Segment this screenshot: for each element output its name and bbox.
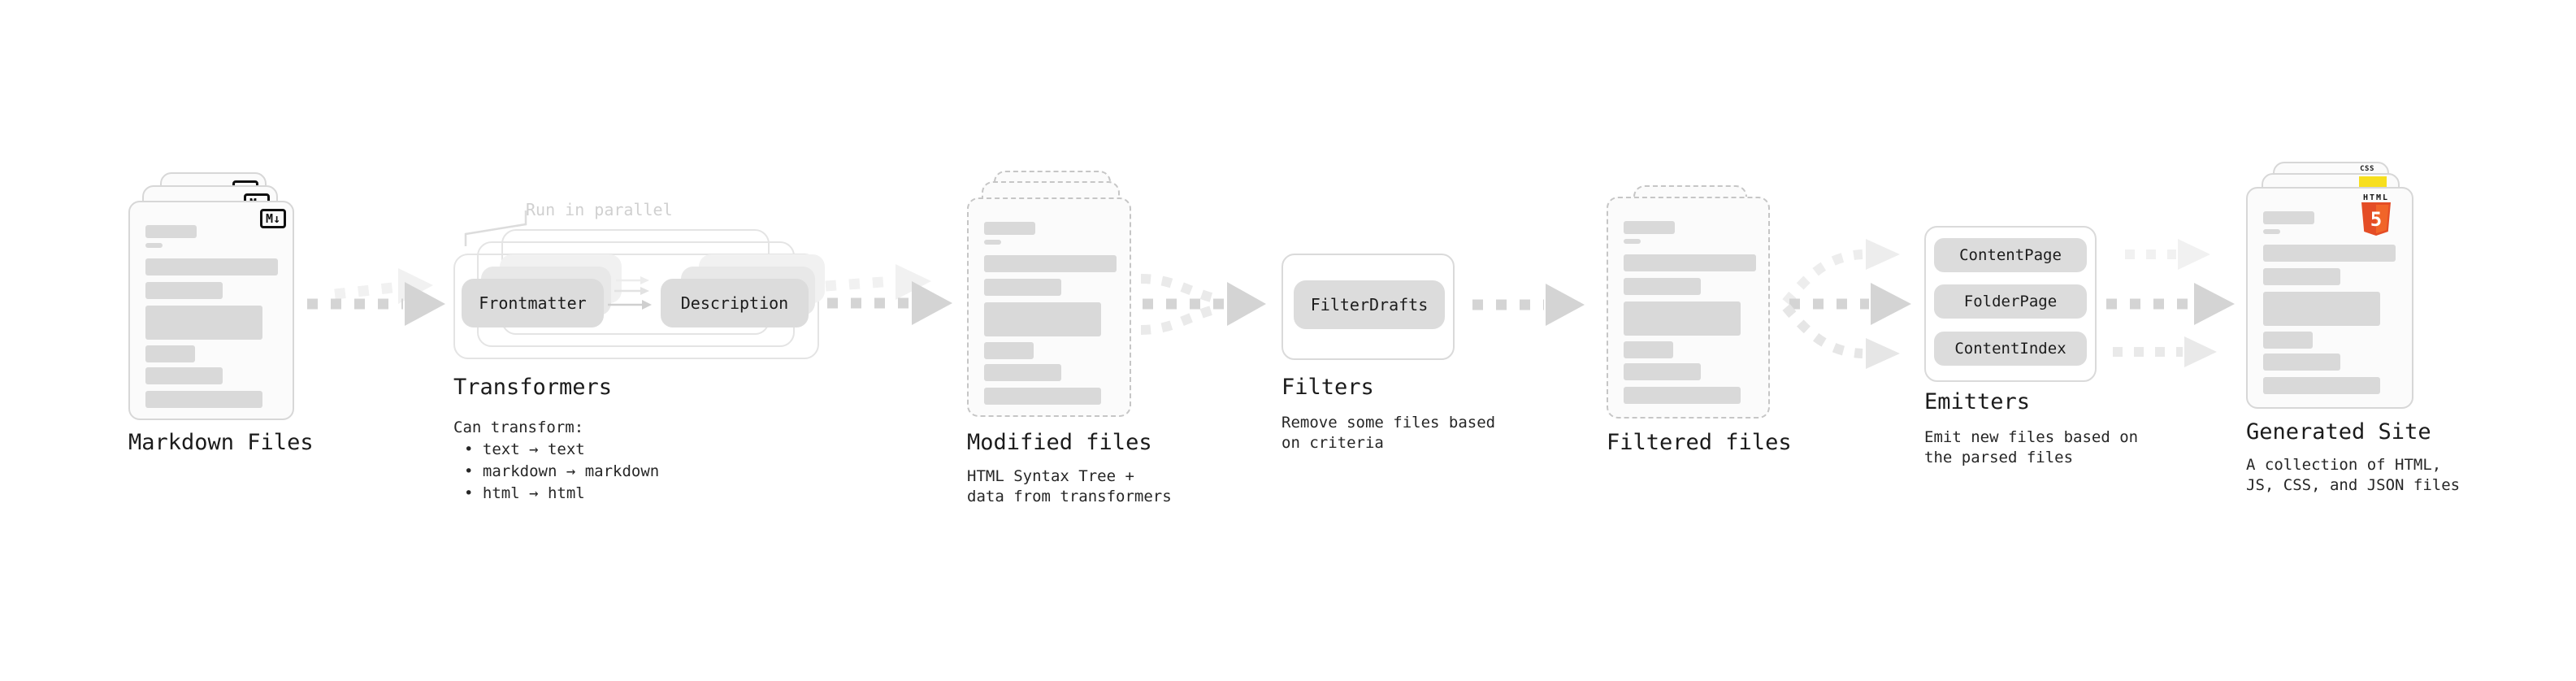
- skeleton-text-bar: [984, 342, 1034, 359]
- skeleton-text-lines: [1624, 221, 1756, 404]
- contentindex-pill: ContentIndex: [1934, 332, 2087, 366]
- filters-subtitle: Remove some files based on criteria: [1281, 413, 1495, 453]
- emitters-subtitle-line1: Emit new files based on: [1924, 428, 2139, 446]
- filtered-file-card-front: [1607, 197, 1770, 419]
- skeleton-text-bar: [145, 391, 262, 408]
- skeleton-text-bar: [2263, 211, 2314, 224]
- arrow-filtered-to-emitters-fanout: [1782, 239, 1911, 369]
- skeleton-text-bar: [145, 367, 223, 384]
- emitters-title: Emitters: [1924, 389, 2031, 414]
- skeleton-text-bar: [2263, 229, 2280, 234]
- html5-shield: 5: [2361, 202, 2391, 236]
- skeleton-text-bar: [1624, 341, 1673, 358]
- modified-subtitle-line1: HTML Syntax Tree +: [967, 467, 1134, 485]
- generated-site-title: Generated Site: [2246, 419, 2431, 445]
- skeleton-text-bar: [1624, 239, 1641, 244]
- emitters-subtitle: Emit new files based on the parsed files: [1924, 427, 2138, 468]
- generated-subtitle-line2: JS, CSS, and JSON files: [2246, 476, 2461, 494]
- html5-icon-label: HTML: [2362, 193, 2390, 202]
- skeleton-text-bar: [1624, 301, 1741, 336]
- html5-icon-number: 5: [2370, 208, 2382, 231]
- skeleton-text-lines: [984, 222, 1117, 405]
- skeleton-text-bar: [2263, 268, 2340, 285]
- skeleton-text-bar: [2263, 292, 2380, 326]
- skeleton-text-bar: [2263, 245, 2396, 262]
- skeleton-text-bar: [984, 388, 1101, 405]
- js-icon: [2359, 176, 2387, 189]
- skeleton-text-bar: [1624, 363, 1701, 380]
- css-icon-label: CSS: [2360, 165, 2374, 173]
- skeleton-text-bar: [984, 222, 1035, 235]
- arrow-modified-to-filters-merge: [1140, 274, 1266, 335]
- filters-subtitle-line2: on criteria: [1281, 434, 1384, 452]
- run-in-parallel-note: Run in parallel: [526, 200, 673, 219]
- skeleton-text-bar: [145, 306, 262, 340]
- skeleton-text-bar: [145, 225, 197, 238]
- skeleton-text-bar: [984, 255, 1117, 272]
- generated-site-subtitle: A collection of HTML, JS, CSS, and JSON …: [2246, 455, 2460, 496]
- generated-subtitle-line1: A collection of HTML,: [2246, 456, 2442, 474]
- skeleton-text-bar: [2263, 332, 2313, 349]
- description-pill: Description: [661, 279, 809, 327]
- arrow-markdown-to-transformers: [307, 268, 445, 326]
- filters-title: Filters: [1281, 375, 1374, 400]
- skeleton-text-bar: [984, 240, 1001, 245]
- skeleton-text-bar: [984, 279, 1061, 296]
- markdown-files-title: Markdown Files: [128, 430, 314, 455]
- filtered-files-title: Filtered files: [1607, 430, 1792, 455]
- skeleton-text-bar: [145, 282, 223, 299]
- emitters-subtitle-line2: the parsed files: [1924, 449, 2074, 466]
- modified-files-title: Modified files: [967, 430, 1152, 455]
- arrow-emitters-to-generated: [2106, 239, 2235, 367]
- markdown-file-card-front: M↓: [128, 201, 294, 420]
- bullet-text-to-text: • text → text: [464, 440, 585, 458]
- skeleton-text-bar: [1624, 278, 1701, 295]
- frontmatter-pill: Frontmatter: [462, 279, 604, 327]
- skeleton-text-bar: [1624, 387, 1741, 404]
- modified-file-card-front: [967, 197, 1131, 417]
- generated-file-card-front: HTML 5: [2246, 187, 2413, 409]
- transformers-description: Can transform: • text → text • markdown …: [453, 417, 659, 505]
- modified-files-subtitle: HTML Syntax Tree + data from transformer…: [967, 466, 1172, 507]
- skeleton-text-lines: [145, 225, 278, 408]
- skeleton-text-bar: [145, 258, 278, 275]
- markdown-icon: M↓: [259, 209, 286, 228]
- modified-subtitle-line2: data from transformers: [967, 488, 1172, 505]
- skeleton-text-bar: [984, 364, 1061, 381]
- skeleton-text-bar: [1624, 221, 1675, 234]
- filters-subtitle-line1: Remove some files based: [1281, 414, 1496, 432]
- skeleton-text-bar: [2263, 354, 2340, 371]
- skeleton-text-bar: [145, 345, 195, 362]
- skeleton-text-bar: [1624, 254, 1756, 271]
- html5-icon: HTML 5: [2350, 193, 2402, 241]
- filterdrafts-pill: FilterDrafts: [1294, 280, 1445, 329]
- skeleton-text-lines: [2263, 211, 2396, 394]
- can-transform-heading: Can transform:: [453, 419, 584, 436]
- skeleton-text-bar: [984, 302, 1101, 336]
- arrow-filters-to-filtered: [1472, 284, 1585, 326]
- arrow-transformers-to-modified: [825, 264, 952, 325]
- transformer-card-front: [453, 254, 819, 359]
- folderpage-pill: FolderPage: [1934, 284, 2087, 319]
- skeleton-text-bar: [145, 243, 163, 248]
- skeleton-text-bar: [2263, 377, 2380, 394]
- contentpage-pill: ContentPage: [1934, 238, 2087, 272]
- bullet-html-to-html: • html → html: [464, 484, 585, 502]
- bullet-markdown-to-markdown: • markdown → markdown: [464, 462, 660, 480]
- transformers-title: Transformers: [453, 375, 613, 400]
